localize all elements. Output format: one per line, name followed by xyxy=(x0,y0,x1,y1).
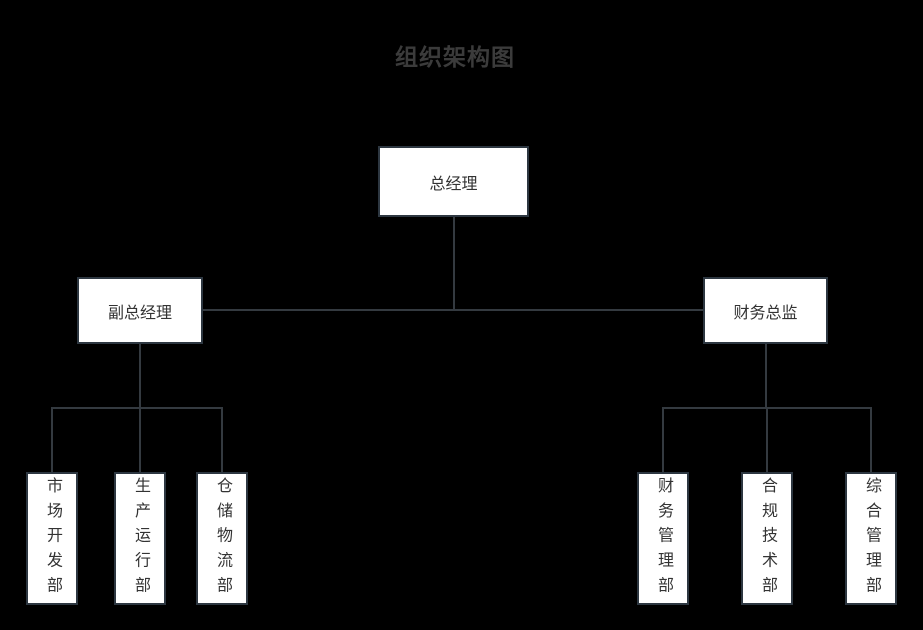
node-dept-warehouse-logistics[interactable]: 仓储物流部 xyxy=(196,472,248,605)
node-label: 市场开发部 xyxy=(44,476,61,601)
chart-title: 组织架构图 xyxy=(395,44,515,70)
node-general-manager[interactable]: 总经理 xyxy=(378,146,529,217)
node-label: 副总经理 xyxy=(107,304,172,322)
connector-right-child-2 xyxy=(766,407,768,473)
node-deputy-general-manager[interactable]: 副总经理 xyxy=(77,277,203,344)
node-dept-production-operations[interactable]: 生产运行部 xyxy=(114,472,166,605)
node-label: 总经理 xyxy=(429,175,478,193)
node-dept-market-development[interactable]: 市场开发部 xyxy=(26,472,78,605)
connector-left-child-1 xyxy=(51,407,53,473)
connector-main-bus xyxy=(202,309,703,311)
connector-right-branch-drop xyxy=(765,344,767,409)
node-dept-general-administration[interactable]: 综合管理部 xyxy=(845,472,897,605)
node-finance-director[interactable]: 财务总监 xyxy=(703,277,828,344)
connector-left-bus xyxy=(51,407,223,409)
connector-left-branch-drop xyxy=(139,344,141,409)
connector-left-child-2 xyxy=(139,407,141,473)
node-dept-financial-management[interactable]: 财务管理部 xyxy=(637,472,689,605)
connector-right-child-3 xyxy=(870,407,872,473)
node-label: 综合管理部 xyxy=(863,476,880,601)
connector-right-child-1 xyxy=(662,407,664,473)
node-label: 财务管理部 xyxy=(655,476,672,601)
node-label: 生产运行部 xyxy=(132,476,149,601)
node-dept-compliance-technology[interactable]: 合规技术部 xyxy=(741,472,793,605)
connector-left-child-3 xyxy=(221,407,223,473)
node-label: 合规技术部 xyxy=(759,476,776,601)
connector-root-drop xyxy=(453,217,455,311)
node-label: 财务总监 xyxy=(733,304,798,322)
node-label: 仓储物流部 xyxy=(214,476,231,601)
